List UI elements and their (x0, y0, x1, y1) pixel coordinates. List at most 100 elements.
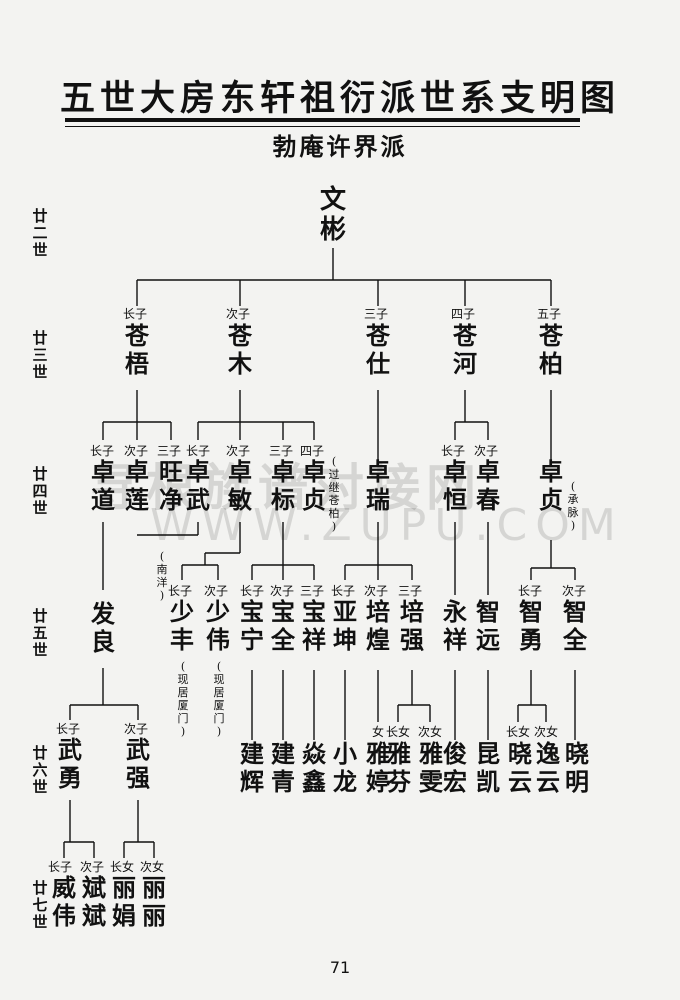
person-name: 智勇 (519, 597, 543, 654)
note-residence: (现居厦门) (213, 660, 225, 738)
person-name: 晓明 (565, 739, 589, 796)
person-name: 武强 (126, 735, 150, 792)
person-rank: 三子 (300, 584, 325, 598)
generation-label: 廿五世 (32, 607, 48, 659)
person-rank: 次子 (124, 722, 149, 736)
generation-label: 廿七世 (32, 879, 48, 931)
title-rule-thin (65, 126, 580, 127)
person-rank: 长子 (56, 722, 81, 736)
person-name: 宝全 (271, 597, 295, 654)
person-name: 丽丽 (142, 873, 166, 930)
person-rank: 四子 (451, 307, 476, 321)
person-rank: 长子 (123, 307, 148, 321)
person-name: 卓恒 (443, 457, 467, 514)
person-name: 逸云 (536, 739, 560, 796)
person-name: 少丰 (170, 597, 194, 654)
person-name: 威伟 (52, 873, 76, 930)
person-name: 文彬 (319, 185, 346, 245)
person-rank: 次子 (124, 444, 149, 458)
person-rank: 次子 (226, 307, 251, 321)
person-rank: 次子 (364, 584, 389, 598)
person-name: 俊宏 (443, 739, 467, 796)
person-name: 培煌 (366, 597, 390, 654)
person-rank: 长女 (386, 725, 411, 739)
note-succession: (承脉) (567, 480, 579, 532)
note-residence: (现居厦门) (177, 660, 189, 738)
person-name: 宝宁 (240, 597, 264, 654)
person-rank: 长子 (90, 444, 115, 458)
person-rank: 次女 (418, 725, 443, 739)
person-name: 雅雯 (419, 739, 443, 796)
person-name: 晓云 (508, 739, 532, 796)
person-name: 建青 (271, 739, 295, 796)
person-name: 智全 (563, 597, 587, 654)
person-rank: 长子 (441, 444, 466, 458)
person-name: 丽娟 (112, 873, 136, 930)
person-name: 培强 (400, 597, 424, 654)
person-rank: 次子 (270, 584, 295, 598)
person-rank: 次子 (226, 444, 251, 458)
person-rank: 次女 (140, 860, 165, 874)
person-name: 雅婷 (366, 739, 390, 796)
person-rank: 长子 (331, 584, 356, 598)
person-name: 发良 (91, 599, 115, 656)
person-rank: 长女 (110, 860, 135, 874)
generation-label: 廿三世 (32, 329, 48, 381)
person-name: 苍柏 (539, 321, 563, 378)
person-rank: 长子 (48, 860, 73, 874)
person-name: 雅芬 (387, 739, 411, 796)
person-rank: 三子 (269, 444, 294, 458)
person-rank: 女 (372, 725, 385, 739)
generation-label: 廿四世 (32, 465, 48, 517)
person-name: 卓贞 (539, 457, 563, 514)
person-rank: 次子 (204, 584, 229, 598)
person-rank: 三子 (398, 584, 423, 598)
person-name: 智远 (476, 597, 500, 654)
person-rank: 长子 (518, 584, 543, 598)
person-name: 旺净 (159, 457, 183, 514)
person-name: 宝祥 (302, 597, 326, 654)
person-rank: 五子 (537, 307, 562, 321)
person-rank: 次子 (474, 444, 499, 458)
page-number: 71 (329, 958, 351, 977)
person-rank: 三子 (364, 307, 389, 321)
person-name: 亚坤 (333, 597, 357, 654)
person-rank: 长子 (240, 584, 265, 598)
person-name: 苍河 (453, 321, 477, 378)
page-subtitle: 勃庵许界派 (272, 132, 408, 161)
title-rule-thick (65, 118, 580, 122)
watermark-url: WWW.ZUPU.COM (150, 500, 624, 551)
person-name: 永祥 (443, 597, 467, 654)
person-name: 苍梧 (125, 321, 149, 378)
person-rank: 次子 (80, 860, 105, 874)
person-rank: 长女 (506, 725, 531, 739)
person-name: 卓春 (476, 457, 500, 514)
note-location: (南洋) (156, 550, 168, 602)
person-name: 少伟 (206, 597, 230, 654)
person-rank: 次女 (534, 725, 559, 739)
person-name: 卓瑞 (366, 457, 390, 514)
note-adoption: (过继苍柏) (328, 455, 340, 533)
generation-label: 廿二世 (32, 207, 48, 259)
person-name: 昆凯 (476, 739, 500, 796)
person-name: 卓标 (271, 457, 295, 514)
person-rank: 长子 (168, 584, 193, 598)
person-rank: 三子 (157, 444, 182, 458)
person-rank: 次子 (562, 584, 587, 598)
person-name: 小龙 (333, 739, 357, 796)
person-name: 苍仕 (366, 321, 390, 378)
person-name: 卓贞 (302, 457, 326, 514)
person-name: 卓敏 (228, 457, 252, 514)
generation-label: 廿六世 (32, 744, 48, 796)
person-name: 卓武 (186, 457, 210, 514)
person-rank: 四子 (300, 444, 325, 458)
person-name: 武勇 (58, 735, 82, 792)
person-name: 斌斌 (82, 873, 106, 930)
person-name: 焱鑫 (302, 739, 326, 796)
person-name: 建辉 (240, 739, 264, 796)
page-title: 五世大房东轩祖衍派世系支明图 (59, 78, 620, 119)
person-rank: 长子 (186, 444, 211, 458)
person-name: 苍木 (228, 321, 252, 378)
person-name: 卓道 (91, 457, 115, 514)
